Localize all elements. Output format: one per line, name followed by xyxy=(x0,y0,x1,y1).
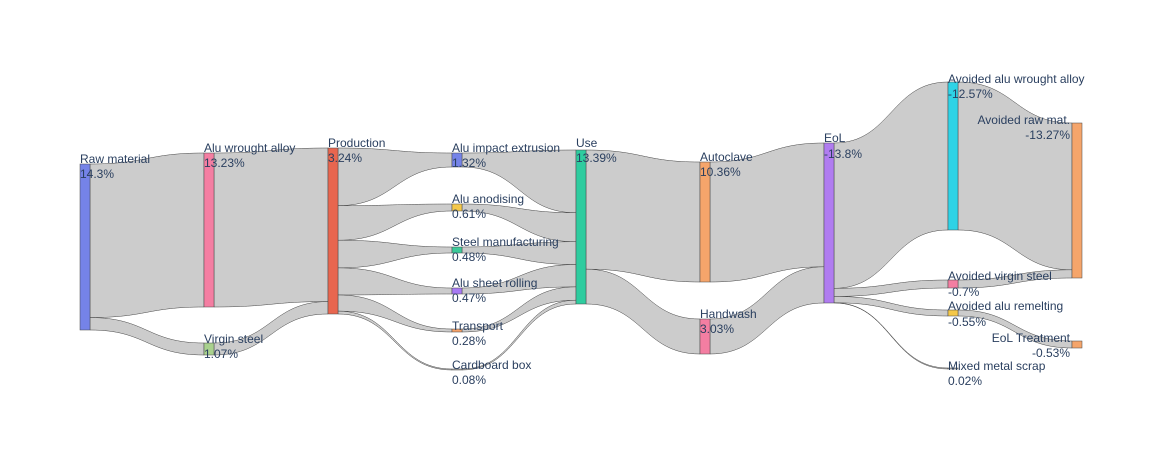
node-value-avrem: -0.55% xyxy=(948,315,986,329)
node-aluw[interactable] xyxy=(203,152,215,308)
node-label-anod: Alu anodising xyxy=(452,192,524,206)
node-value-avraw: -13.27% xyxy=(1025,128,1070,142)
node-impact[interactable] xyxy=(451,152,463,168)
node-value-prod: 3.24% xyxy=(328,151,362,165)
node-label-cardboard: Cardboard box xyxy=(452,358,531,372)
nodes-layer xyxy=(79,81,1083,371)
node-value-aluw: 13.23% xyxy=(204,156,245,170)
node-label-aluw: Alu wrought alloy xyxy=(204,141,295,155)
node-value-avw: -12.57% xyxy=(948,87,993,101)
node-label-sheet: Alu sheet rolling xyxy=(452,276,537,290)
node-transport[interactable] xyxy=(451,328,463,333)
node-label-autoclave: Autoclave xyxy=(700,150,753,164)
node-avraw[interactable] xyxy=(1071,122,1083,279)
node-label-prod: Production xyxy=(328,136,385,150)
node-prod[interactable] xyxy=(327,147,339,315)
node-label-eolt: EoL Treatment xyxy=(992,331,1071,345)
node-value-autoclave: 10.36% xyxy=(700,165,741,179)
node-use[interactable] xyxy=(575,149,587,305)
node-avw[interactable] xyxy=(947,81,959,231)
link-avw-avraw[interactable] xyxy=(957,81,1073,271)
node-label-eol: EoL xyxy=(824,131,846,145)
links-layer xyxy=(89,81,1073,371)
node-label-steelm: Steel manufacturing xyxy=(452,235,559,249)
node-autoclave[interactable] xyxy=(699,161,711,283)
node-handwash[interactable] xyxy=(699,318,711,355)
node-cardboard[interactable] xyxy=(451,368,463,371)
node-virgin[interactable] xyxy=(203,342,215,356)
node-value-handwash: 3.03% xyxy=(700,322,734,336)
node-value-eolt: -0.53% xyxy=(1032,346,1070,360)
link-aluw-prod[interactable] xyxy=(213,147,329,308)
link-prod-sheet[interactable] xyxy=(337,267,453,296)
node-label-transport: Transport xyxy=(452,319,504,333)
node-value-impact: 1.32% xyxy=(452,156,486,170)
node-value-anod: 0.61% xyxy=(452,207,486,221)
node-value-use: 13.39% xyxy=(576,151,617,165)
node-label-impact: Alu impact extrusion xyxy=(452,141,560,155)
node-value-steelm: 0.48% xyxy=(452,250,486,264)
node-label-avw: Avoided alu wrought alloy xyxy=(948,72,1085,86)
node-steelm[interactable] xyxy=(451,246,463,254)
link-prod-steelm[interactable] xyxy=(337,239,453,269)
node-label-avvs: Avoided virgin steel xyxy=(948,269,1052,283)
node-value-virgin: 1.07% xyxy=(204,347,238,361)
node-value-eol: -13.8% xyxy=(824,147,862,161)
link-prod-anod[interactable] xyxy=(337,203,453,241)
node-label-raw: Raw material xyxy=(80,152,150,166)
node-label-use: Use xyxy=(576,136,598,150)
node-label-handwash: Handwash xyxy=(700,307,757,321)
node-eolt[interactable] xyxy=(1071,340,1083,349)
node-value-transport: 0.28% xyxy=(452,334,486,348)
node-value-avvs: -0.7% xyxy=(948,285,980,299)
node-label-avrem: Avoided alu remelting xyxy=(948,299,1063,313)
node-label-virgin: Virgin steel xyxy=(204,332,263,346)
link-raw-virgin[interactable] xyxy=(89,317,205,356)
node-value-cardboard: 0.08% xyxy=(452,373,486,387)
node-value-raw: 14.3% xyxy=(80,167,114,181)
node-sheet[interactable] xyxy=(451,287,463,295)
node-eol[interactable] xyxy=(823,142,835,304)
node-avvs[interactable] xyxy=(947,279,959,289)
node-label-mixed: Mixed metal scrap xyxy=(948,359,1046,373)
node-label-avraw: Avoided raw mat. xyxy=(978,113,1071,127)
node-avrem[interactable] xyxy=(947,309,959,317)
link-eol-avrem[interactable] xyxy=(833,296,949,317)
node-value-sheet: 0.47% xyxy=(452,291,486,305)
link-use-handwash[interactable] xyxy=(585,268,701,355)
node-value-mixed: 0.02% xyxy=(948,374,982,388)
link-use-autoclave[interactable] xyxy=(585,149,701,283)
node-anod[interactable] xyxy=(451,203,463,212)
node-raw[interactable] xyxy=(79,163,91,331)
node-mixed[interactable] xyxy=(947,367,959,370)
link-eol-avw[interactable] xyxy=(833,81,949,289)
